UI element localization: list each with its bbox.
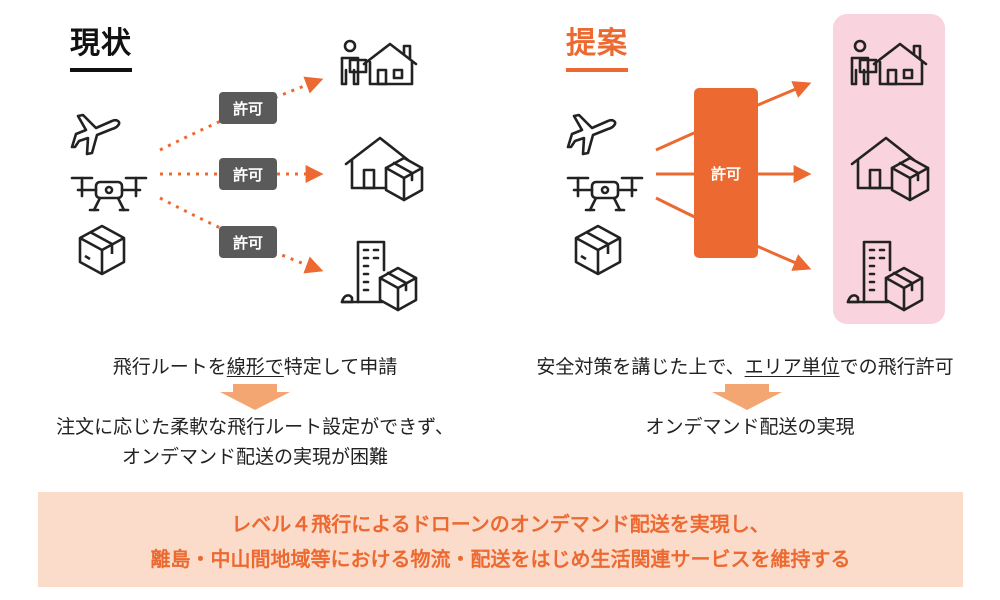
current-caption: 飛行ルートを線形で特定して申請: [112, 356, 398, 378]
package-icon: [78, 224, 126, 276]
airplane-icon: [70, 113, 121, 156]
package-icon: [574, 224, 622, 276]
goal-line-1: レベル４飛行によるドローンのオンデマンド配送を実現し、: [231, 511, 770, 536]
current-state-heading: 現状: [70, 18, 132, 72]
permit-badge: 許可: [219, 158, 277, 190]
proposal-caption: 安全対策を講じた上で、エリア単位での飛行許可: [536, 356, 954, 378]
airplane-icon: [566, 113, 617, 156]
proposal-heading: 提案: [566, 18, 628, 72]
goal-banner: レベル４飛行によるドローンのオンデマンド配送を実現し、 離島・中山間地域等におけ…: [38, 492, 963, 587]
permit-badge: 許可: [219, 226, 277, 258]
drone-icon: [566, 176, 644, 212]
delivery-person-house-icon: [340, 39, 418, 86]
proposal-result: オンデマンド配送の実現: [645, 416, 855, 438]
route-arrow-upper: [159, 76, 324, 152]
current-result: 注文に応じた柔軟な飛行ルート設定ができず、 オンデマンド配送の実現が困難: [56, 416, 454, 468]
house-package-icon: [344, 136, 424, 202]
permit-badge: 許可: [219, 92, 277, 124]
goal-line-2: 離島・中山間地域等における物流・配送をはじめ生活関連サービスを維持する: [150, 546, 851, 571]
building-package-icon: [340, 240, 418, 312]
route-arrow-lower: [159, 196, 324, 274]
area-permit-bar: 許可: [694, 88, 758, 258]
down-arrow-left: [220, 384, 290, 410]
down-arrow-right: [712, 384, 782, 410]
permitted-area-highlight: [833, 14, 945, 324]
drone-icon: [70, 176, 148, 212]
